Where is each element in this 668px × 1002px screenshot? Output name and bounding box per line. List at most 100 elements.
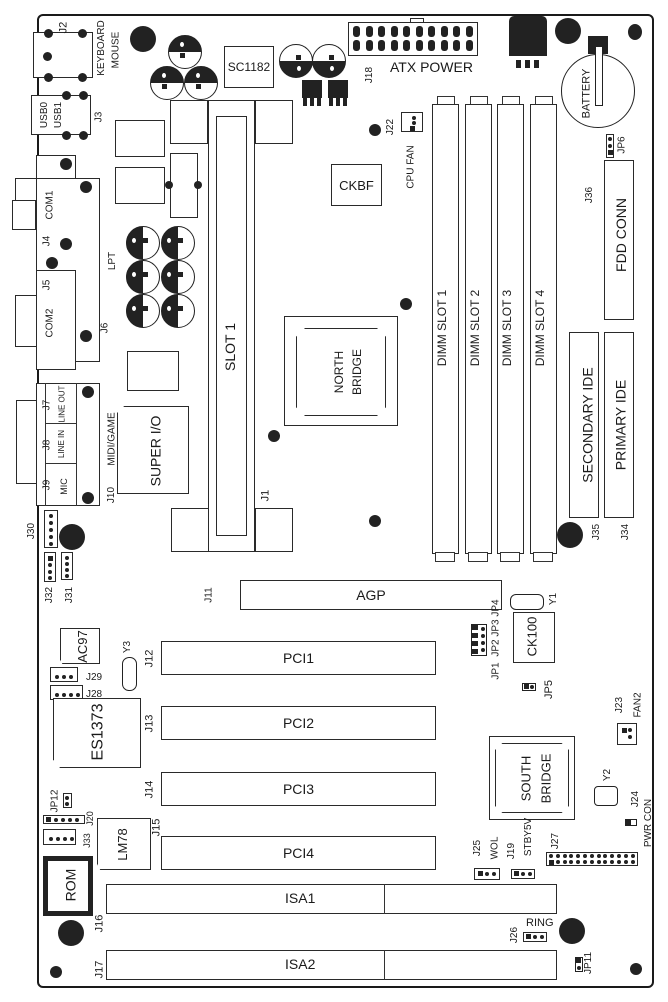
pin — [610, 860, 615, 864]
j14-label: J14 — [143, 780, 156, 799]
pin — [576, 854, 581, 858]
ckbf-label: CKBF — [339, 177, 374, 193]
pin — [533, 935, 537, 939]
capacitor — [161, 260, 195, 294]
line-in-label: LINE IN — [57, 429, 67, 459]
sc1182-chip[interactable]: SC1182 — [224, 46, 274, 88]
keyboard-mouse-connector[interactable] — [33, 32, 93, 78]
primary-ide-connector[interactable] — [604, 332, 634, 518]
pin — [481, 634, 485, 638]
isa2-slot[interactable] — [106, 950, 557, 980]
j27-header[interactable] — [546, 852, 638, 866]
mounting-hole — [630, 963, 642, 975]
regulator-legs — [329, 98, 347, 106]
pin — [576, 860, 581, 864]
pci4-slot[interactable]: PCI4 — [161, 836, 436, 870]
atx-power-label: ATX POWER — [390, 59, 473, 75]
agp-slot[interactable]: AGP — [240, 580, 502, 610]
j7-label: J7 — [41, 399, 53, 411]
power-switch[interactable] — [509, 16, 547, 56]
audio-connector-block[interactable] — [36, 383, 100, 506]
dimm-slot-label: DIMM SLOT 1 — [435, 289, 450, 367]
pin — [617, 860, 621, 864]
pin — [596, 860, 601, 864]
pin — [481, 641, 485, 645]
isa1-slot[interactable] — [106, 884, 557, 914]
atx-pin — [403, 26, 410, 37]
ck100-label: CK100 — [524, 616, 540, 657]
isa2-divider — [384, 950, 385, 980]
dimm-latch[interactable] — [435, 552, 455, 562]
pin — [56, 837, 60, 841]
pci3-slot[interactable]: PCI3 — [161, 772, 436, 806]
wol-label: WOL — [489, 836, 501, 860]
pin-hole — [78, 73, 87, 82]
pin-hole — [79, 131, 88, 140]
usb-connector[interactable] — [31, 95, 91, 135]
atx-pin — [390, 26, 398, 37]
com1-label: COM1 — [44, 190, 56, 220]
sc1182-label: SC1182 — [227, 60, 271, 74]
north-bridge-chip[interactable] — [296, 328, 386, 416]
ac97-label: AC97 — [74, 630, 90, 663]
y1-crystal — [510, 594, 544, 610]
pin-hole — [82, 386, 94, 398]
fdd-connector[interactable] — [604, 160, 634, 320]
pci2-slot[interactable]: PCI2 — [161, 706, 436, 740]
mounting-hole — [559, 918, 585, 944]
super-io-chip[interactable] — [117, 406, 189, 494]
ckbf-chip[interactable]: CKBF — [331, 164, 382, 206]
pin — [521, 872, 525, 876]
pin — [492, 872, 496, 876]
fan2-header[interactable] — [617, 723, 637, 745]
j26-label: J26 — [509, 926, 521, 944]
component — [115, 120, 165, 157]
dimm-latch[interactable] — [500, 552, 520, 562]
dimm-slot-4[interactable] — [530, 104, 557, 554]
dimm-slot-1[interactable] — [432, 104, 459, 554]
com1-shield — [12, 200, 36, 230]
jp5-jumper[interactable] — [522, 683, 536, 691]
pci1-slot[interactable]: PCI1 — [161, 641, 436, 675]
com2-connector[interactable] — [36, 270, 76, 370]
lm78-chip[interactable] — [97, 818, 151, 870]
mounting-hole — [369, 124, 381, 136]
dimm-slot-2[interactable] — [465, 104, 492, 554]
atx-pin — [353, 26, 360, 37]
slot1-connector[interactable] — [216, 116, 247, 536]
jp11-jumper[interactable] — [575, 957, 583, 972]
j13-label: J13 — [143, 714, 156, 733]
atx-pin — [440, 26, 448, 37]
j27-label: J27 — [550, 832, 562, 850]
jp6-label: JP6 — [616, 136, 628, 154]
pin — [75, 818, 79, 822]
dimm-latch[interactable] — [533, 552, 553, 562]
pin — [623, 860, 628, 864]
jp12-jumper[interactable] — [63, 793, 72, 808]
j32-header[interactable] — [44, 552, 56, 582]
capacitor — [279, 44, 313, 78]
capacitor — [150, 66, 184, 100]
ac97-chip[interactable] — [60, 628, 100, 664]
j5-label: J5 — [41, 279, 53, 291]
atx-pin — [453, 40, 460, 51]
pin-1 — [622, 728, 627, 733]
pin — [65, 796, 69, 800]
rom-chip[interactable] — [43, 856, 93, 916]
ck100-chip[interactable] — [513, 612, 555, 663]
pin — [68, 818, 72, 822]
j11-label: J11 — [203, 587, 215, 603]
south-bridge-chip[interactable] — [495, 743, 569, 813]
dimm-slot-3[interactable] — [497, 104, 524, 554]
pin — [55, 675, 59, 679]
j31-header[interactable] — [61, 552, 73, 580]
j18-label: J18 — [364, 66, 376, 84]
cpu-fan-label: CPU FAN — [405, 145, 417, 189]
jp5-label: JP5 — [542, 680, 555, 699]
jp1-jp4-jumper-block[interactable] — [471, 624, 487, 656]
secondary-ide-connector[interactable] — [569, 332, 599, 518]
battery-clip-arm — [595, 46, 603, 106]
pwr-con-jumper[interactable] — [625, 819, 637, 826]
dimm-latch[interactable] — [468, 552, 488, 562]
es1373-chip[interactable] — [53, 698, 141, 768]
